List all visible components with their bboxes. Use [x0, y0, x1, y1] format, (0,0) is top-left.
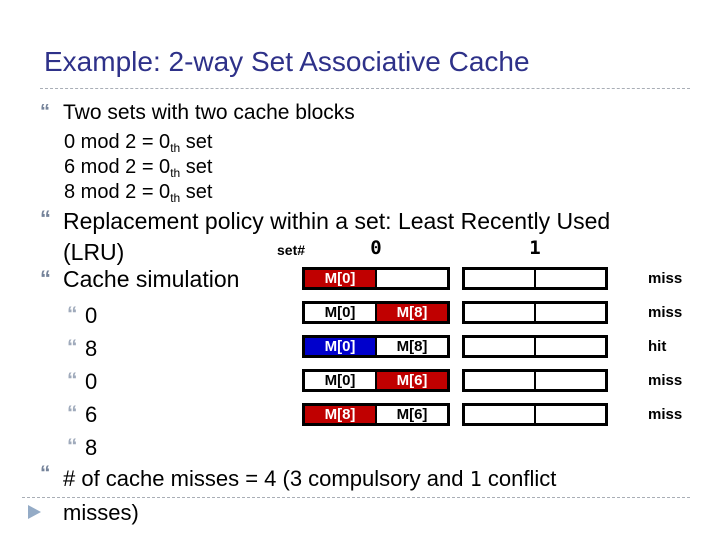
title-divider: [40, 88, 690, 89]
set-number-label: set#: [277, 242, 306, 258]
footer-divider: [22, 497, 690, 498]
mod-lines: 0 mod 2 = 0th set 6 mod 2 = 0th set 8 mo…: [64, 130, 212, 205]
bullet-replacement-policy: “ Replacement policy within a set: Least…: [40, 206, 660, 268]
cache-block: [534, 372, 605, 389]
cache-block: [465, 372, 534, 389]
bullet-text: Two sets with two cache blocks: [63, 101, 355, 124]
cache-block: [465, 270, 534, 287]
quote-bullet-icon: “: [67, 402, 78, 425]
page-title: Example: 2-way Set Associative Cache: [44, 46, 530, 77]
bullet-text: Replacement policy within a set: Least R…: [63, 208, 611, 265]
cache-block: [534, 406, 605, 423]
set1-column-header: 1: [529, 237, 541, 259]
result-label: hit: [648, 338, 667, 355]
cache-block: [465, 304, 534, 321]
access-item: “ 0: [67, 369, 98, 394]
cache-block: M[0]: [305, 304, 375, 321]
mod-line: 6 mod 2 = 0th set: [64, 156, 213, 180]
set0-blocks-row4: M[0] M[6]: [302, 369, 450, 392]
set0-blocks-row2: M[0] M[8]: [302, 301, 450, 324]
cache-block: M[8]: [375, 338, 447, 355]
result-label: miss: [648, 304, 683, 321]
mod-line: 0 mod 2 = 0th set: [64, 131, 213, 155]
set0-blocks-row1: M[0]: [302, 267, 450, 290]
quote-bullet-icon: “: [40, 101, 50, 123]
result-label: miss: [648, 406, 683, 423]
cache-block: M[6]: [375, 406, 447, 423]
quote-bullet-icon: “: [67, 336, 78, 359]
bullet-text: # of cache misses = 4 (3 compulsory and …: [63, 466, 557, 525]
cache-block: M[0]: [305, 372, 375, 389]
cache-block: M[8]: [375, 304, 447, 321]
access-item: “ 8: [67, 336, 98, 361]
quote-bullet-icon: “: [40, 462, 51, 485]
quote-bullet-icon: “: [67, 435, 78, 458]
result-label: miss: [648, 270, 683, 287]
footer-arrow-icon: [28, 505, 41, 519]
cache-block: M[8]: [305, 406, 375, 423]
mod-line: 8 mod 2 = 0th set: [64, 181, 213, 205]
quote-bullet-icon: “: [67, 369, 78, 392]
bullet-cache-simulation: “ Cache simulation: [40, 266, 239, 293]
cache-block: [534, 304, 605, 321]
set0-column-header: 0: [370, 237, 382, 259]
quote-bullet-icon: “: [40, 266, 51, 291]
quote-bullet-icon: “: [40, 206, 51, 231]
cache-block: [465, 338, 534, 355]
access-item: “ 6: [67, 402, 98, 427]
cache-block: [534, 338, 605, 355]
cache-block: M[0]: [305, 270, 375, 287]
access-item: “ 8: [67, 435, 98, 460]
cache-block: M[6]: [375, 372, 447, 389]
bullet-two-sets: “ Two sets with two cache blocks: [40, 101, 355, 125]
set1-blocks-row5: [462, 403, 608, 426]
access-item: “ 0: [67, 303, 98, 328]
set0-blocks-row5: M[8] M[6]: [302, 403, 450, 426]
cache-block: [375, 270, 447, 287]
bullet-miss-count: “ # of cache misses = 4 (3 compulsory an…: [40, 462, 640, 529]
set1-blocks-row4: [462, 369, 608, 392]
result-label: miss: [648, 372, 683, 389]
set1-blocks-row2: [462, 301, 608, 324]
set1-blocks-row3: [462, 335, 608, 358]
cache-block: M[0]: [305, 338, 375, 355]
set1-blocks-row1: [462, 267, 608, 290]
cache-block: [465, 406, 534, 423]
set0-blocks-row3: M[0] M[8]: [302, 335, 450, 358]
bullet-text: Cache simulation: [63, 266, 240, 292]
cache-block: [534, 270, 605, 287]
quote-bullet-icon: “: [67, 303, 78, 326]
